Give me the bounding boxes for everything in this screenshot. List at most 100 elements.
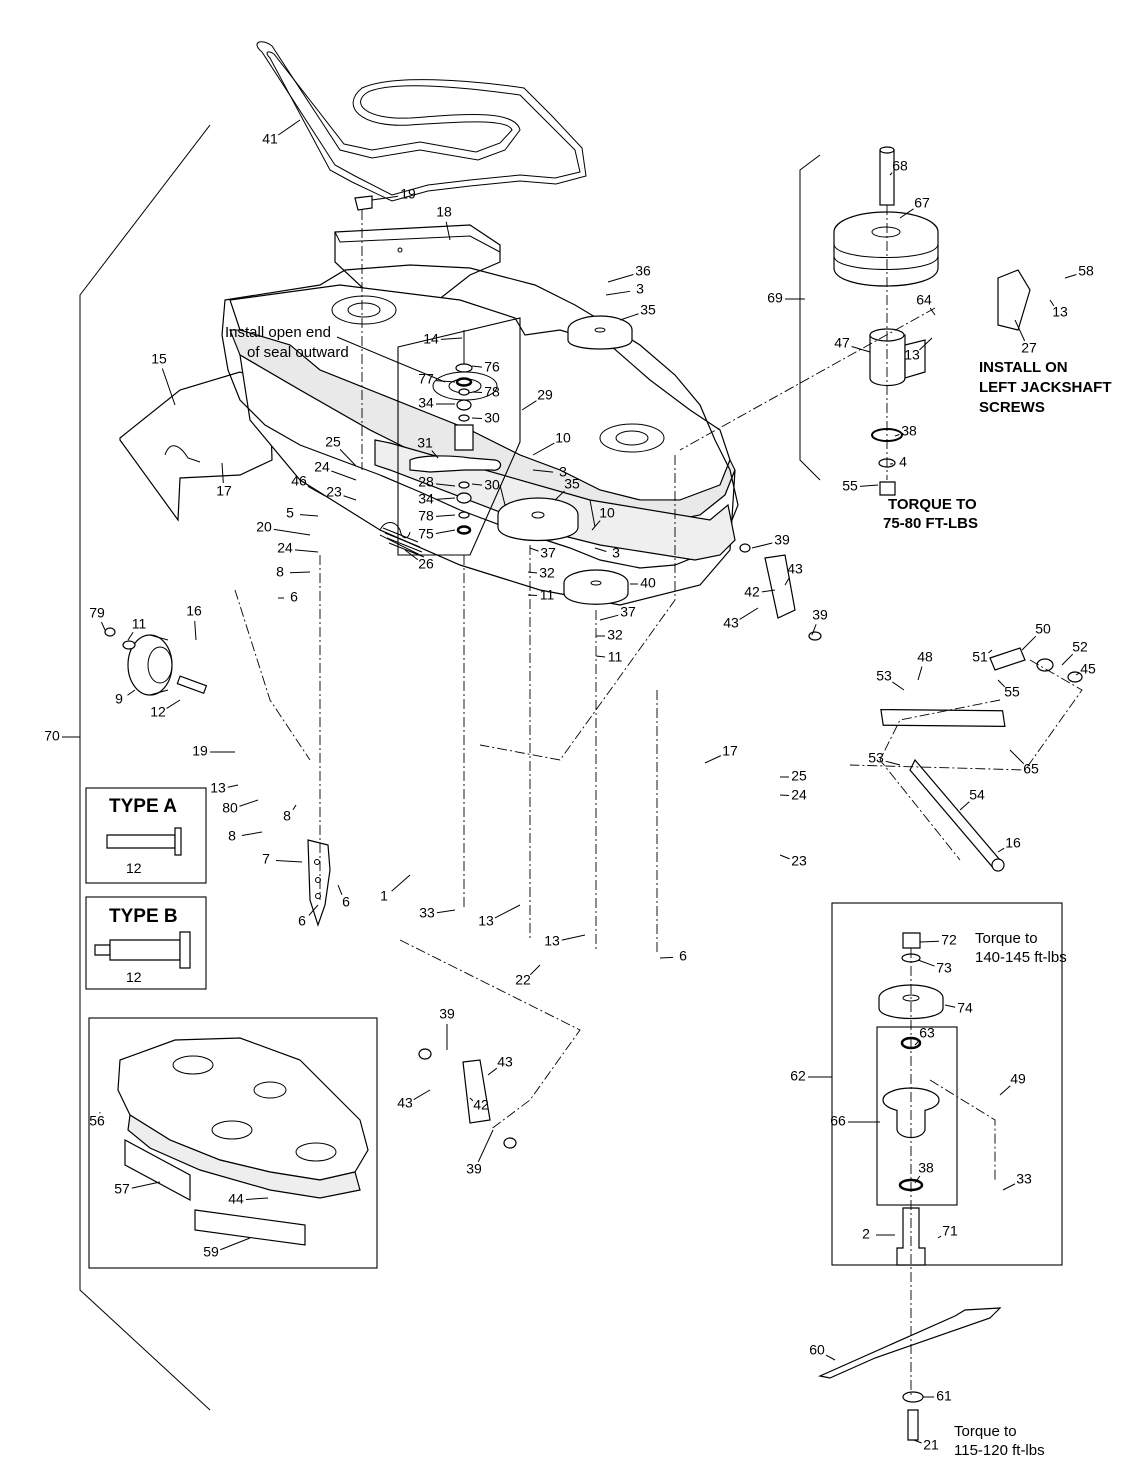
callout-13: 13: [210, 780, 226, 796]
leader-line: [937, 1235, 942, 1239]
leader-line: [194, 620, 197, 641]
leader-line: [739, 607, 759, 620]
deck-bracket: [307, 839, 331, 927]
leader-line: [594, 547, 607, 553]
callout-59: 59: [203, 1244, 219, 1260]
callout-22: 22: [515, 972, 531, 988]
callout-63: 63: [919, 1025, 935, 1041]
callout-53: 53: [876, 668, 892, 684]
leader-line: [532, 442, 555, 456]
leader-line: [914, 1039, 920, 1046]
callout-68: 68: [892, 158, 908, 174]
type-b-title: TYPE B: [109, 906, 178, 927]
callout-3: 3: [559, 464, 567, 480]
callout-43: 43: [787, 561, 803, 577]
leader-line: [127, 689, 136, 696]
callout-3: 3: [636, 281, 644, 297]
leader-line: [1002, 1183, 1016, 1191]
leader-line: [1021, 635, 1037, 651]
callout-39: 39: [774, 532, 790, 548]
leader-line: [440, 337, 463, 340]
callout-13: 13: [1052, 304, 1068, 320]
callout-6: 6: [342, 894, 350, 910]
callout-51: 51: [972, 649, 988, 665]
callout-61: 61: [936, 1388, 952, 1404]
callout-13: 13: [544, 933, 560, 949]
type-b-box: TYPE B 12: [85, 896, 207, 990]
leader-line: [595, 655, 606, 658]
leader-line: [988, 649, 993, 654]
leader-line: [436, 909, 456, 914]
callout-57: 57: [114, 1181, 130, 1197]
callout-55: 55: [842, 478, 858, 494]
leader-line: [273, 528, 311, 536]
leader-line: [494, 904, 521, 919]
leader-line: [308, 904, 319, 916]
leader-line: [529, 547, 539, 552]
leader-line: [1061, 653, 1074, 666]
leader-line: [704, 755, 722, 764]
leader-line: [784, 577, 790, 586]
leader-line: [471, 391, 483, 394]
leader-line: [241, 831, 263, 837]
leader-line: [997, 679, 1006, 688]
callout-19: 19: [192, 743, 208, 759]
callout-43: 43: [497, 1054, 513, 1070]
inset-deck-view: [88, 1017, 378, 1269]
callout-12: 12: [150, 704, 166, 720]
leader-line: [469, 1097, 474, 1102]
callout-40: 40: [640, 575, 656, 591]
callout-38: 38: [901, 423, 917, 439]
callout-73: 73: [936, 960, 952, 976]
leader-line: [127, 631, 134, 641]
leader-line: [561, 934, 586, 941]
callout-11: 11: [608, 649, 623, 665]
callout-27: 27: [1021, 340, 1037, 356]
callout-31: 31: [417, 435, 433, 451]
callout-17: 17: [216, 483, 232, 499]
seal-note-line-1: Install open end: [225, 324, 331, 341]
callout-8: 8: [283, 808, 291, 824]
leader-line: [919, 940, 940, 943]
callout-60: 60: [809, 1342, 825, 1358]
mower-blade: [818, 1307, 1002, 1441]
callout-23: 23: [326, 484, 342, 500]
leader-line: [161, 368, 176, 406]
callout-13: 13: [904, 347, 920, 363]
leader-line: [435, 529, 456, 534]
callout-64: 64: [916, 292, 932, 308]
callout-6: 6: [298, 913, 306, 929]
spindle-torque-line-2: 140-145 ft-lbs: [975, 949, 1067, 966]
leader-line: [779, 854, 790, 860]
leader-line: [591, 520, 601, 531]
callout-49: 49: [1010, 1071, 1026, 1087]
leader-line: [899, 208, 914, 219]
callout-18: 18: [436, 204, 452, 220]
callout-13: 13: [478, 913, 494, 929]
leader-line: [605, 290, 631, 296]
blade-torque-line-1: Torque to: [954, 1423, 1017, 1440]
blade-torque-line-2: 115-120 ft-lbs: [954, 1442, 1045, 1459]
callout-45: 45: [1080, 661, 1096, 677]
callout-24: 24: [314, 459, 330, 475]
leader-line: [245, 1197, 269, 1200]
leader-line: [275, 860, 303, 863]
callout-50: 50: [1035, 621, 1051, 637]
callout-58: 58: [1078, 263, 1094, 279]
callout-47: 47: [834, 335, 850, 351]
leader-line: [761, 589, 776, 593]
leader-line: [239, 799, 259, 807]
type-a-box: TYPE A 12: [85, 787, 207, 884]
callout-34: 34: [418, 395, 434, 411]
type-b-part: 12: [126, 969, 142, 985]
pulleys: [497, 315, 633, 605]
callout-54: 54: [969, 787, 985, 803]
callout-41: 41: [262, 131, 278, 147]
callout-25: 25: [325, 434, 341, 450]
leader-line: [131, 1181, 161, 1189]
callout-80: 80: [222, 800, 238, 816]
leader-line: [599, 614, 619, 621]
callout-24: 24: [791, 787, 807, 803]
callout-78: 78: [418, 508, 434, 524]
callout-43: 43: [723, 615, 739, 631]
